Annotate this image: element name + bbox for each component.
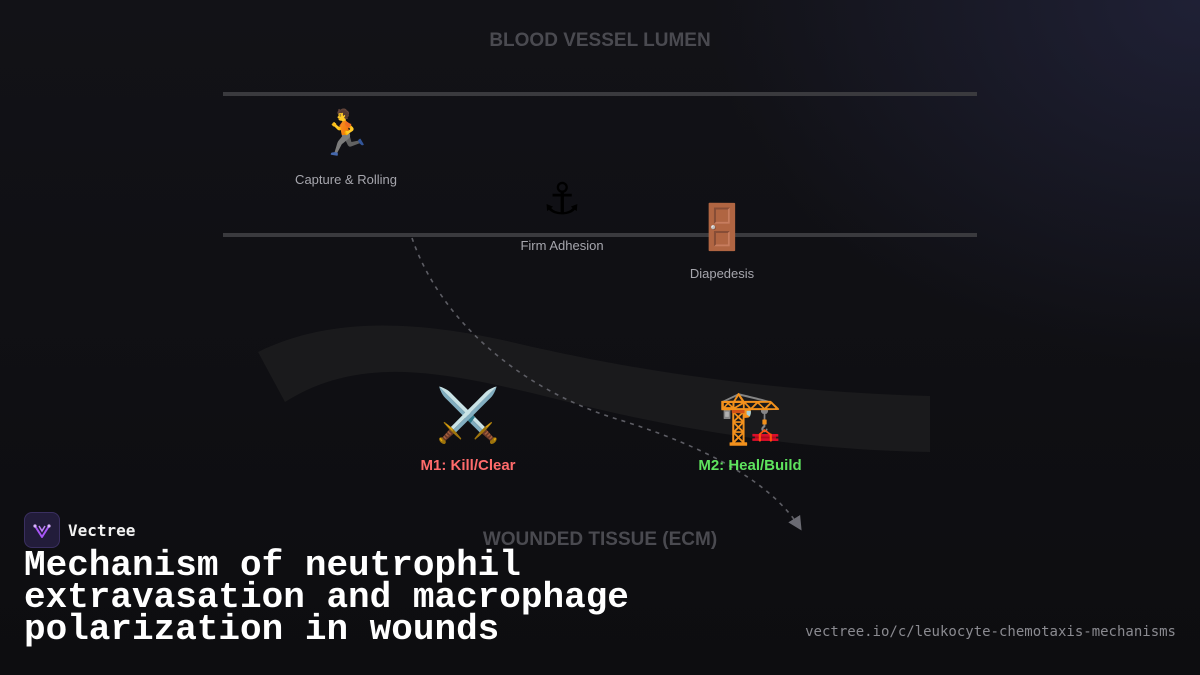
tissue-band xyxy=(258,325,930,452)
capture-rolling-label: Capture & Rolling xyxy=(295,172,397,187)
firm-adhesion-label: Firm Adhesion xyxy=(520,238,604,253)
crossed-swords-icon: ⚔️ xyxy=(435,386,501,446)
brand-name: Vectree xyxy=(68,520,136,540)
m1-kill-clear-label: M1: Kill/Clear xyxy=(420,457,516,474)
brand: Vectree xyxy=(24,512,135,548)
running-person-icon: 🏃 xyxy=(317,108,373,159)
wounded-tissue-label: WOUNDED TISSUE (ECM) xyxy=(482,529,718,550)
anchor-icon: ⚓ xyxy=(542,174,582,225)
construction-crane-icon: 🏗️ xyxy=(717,388,783,448)
page-title: Mechanism of neutrophil extravasation an… xyxy=(24,545,629,650)
blood-vessel-lumen-label: BLOOD VESSEL LUMEN xyxy=(489,30,711,51)
source-url: vectree.io/c/leukocyte-chemotaxis-mechan… xyxy=(805,624,1176,640)
vectree-logo-icon xyxy=(24,512,60,548)
diapedesis-label: Diapedesis xyxy=(689,266,755,281)
m2-heal-build-label: M2: Heal/Build xyxy=(698,457,802,474)
door-icon: 🚪 xyxy=(694,202,750,253)
